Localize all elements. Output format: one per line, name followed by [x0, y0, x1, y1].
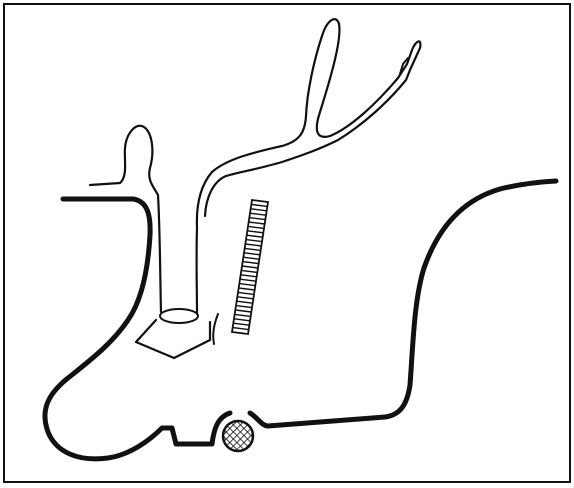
strip-rung	[242, 266, 258, 268]
thick-outline-right	[250, 181, 556, 426]
strip-rung	[238, 292, 254, 294]
strip-rung	[239, 284, 255, 286]
strip-rung	[235, 314, 251, 316]
strip-rung	[235, 310, 251, 312]
strip-rung	[233, 328, 249, 330]
strip-rung	[234, 319, 250, 321]
strip-rung	[240, 279, 256, 281]
strip-rung	[241, 275, 257, 277]
strip-rung	[237, 297, 253, 299]
strip-rung	[237, 301, 253, 303]
strip-rung	[251, 204, 267, 206]
hatched-strip	[232, 200, 268, 334]
strip-rung	[243, 262, 259, 264]
strip-rung	[245, 244, 261, 246]
strip-rung	[239, 288, 255, 290]
strip-rung	[245, 248, 261, 250]
strip-rung	[247, 231, 263, 233]
strip-rung	[248, 226, 264, 228]
strip-rung	[236, 306, 252, 308]
strip-rung	[244, 253, 260, 255]
wedge-shape	[136, 320, 210, 358]
hatched-circle	[223, 421, 253, 451]
strip-rung	[243, 257, 259, 259]
thick-outline-left	[45, 199, 230, 459]
strip-rung	[241, 270, 257, 272]
strip-rung	[250, 213, 266, 215]
strip-rung	[233, 323, 249, 325]
strip-rung	[246, 240, 262, 242]
tube-right-wall	[197, 19, 421, 314]
small-curve-mark	[213, 314, 218, 344]
strip-rung	[249, 218, 265, 220]
strip-rung	[249, 222, 265, 224]
tube-end-opening	[160, 309, 198, 323]
strip-rung	[247, 235, 263, 237]
figure-frame	[4, 4, 570, 482]
strip-rung	[251, 209, 267, 211]
